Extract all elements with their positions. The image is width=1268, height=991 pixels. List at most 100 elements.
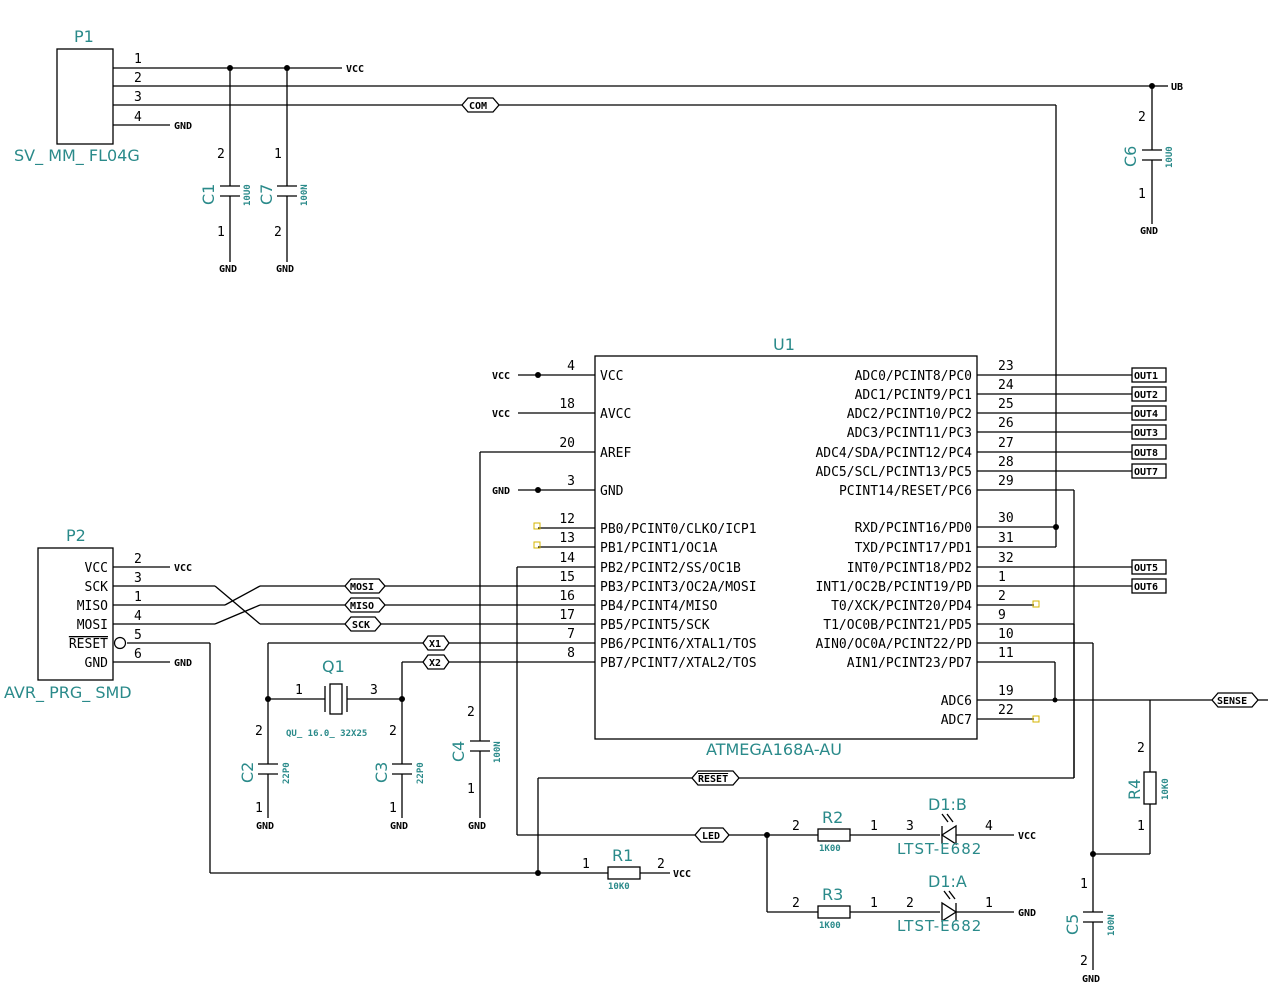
d1a-value: LTST-E682 (897, 917, 982, 935)
c5-ref: C5 (1063, 914, 1082, 935)
u1-pin-num: 24 (998, 378, 1014, 393)
u1-pin-name: PB4/PCINT4/MISO (600, 599, 718, 614)
u1-pin-num: 3 (567, 474, 575, 489)
r4-value: 10K0 (1161, 778, 1171, 800)
u1-pin-num: 29 (998, 474, 1014, 489)
c4-pin1: 1 (467, 782, 475, 797)
r3-pin2: 2 (792, 896, 800, 911)
u1-pin-num: 14 (559, 551, 575, 566)
net-tag-out7[interactable]: OUT7 (1131, 463, 1167, 479)
r1-pin2: 2 (657, 857, 665, 872)
u1-pin-num: 22 (998, 703, 1014, 718)
net-tag-out6[interactable]: OUT6 (1131, 578, 1167, 594)
r3-ref: R3 (822, 885, 843, 904)
connector-p2[interactable]: P2 AVR_ PRG_ SMD VCC2SCK3MISO1MOSI4RESET… (4, 526, 170, 703)
capacitor-c5[interactable]: 1 2 C5 100N GND (1063, 877, 1117, 985)
net-tag-out1[interactable]: OUT1 (1131, 367, 1167, 383)
p2-body (37, 547, 114, 681)
p2-value: AVR_ PRG_ SMD (4, 683, 132, 703)
u1-pin-num: 28 (998, 455, 1014, 470)
r3-pin1: 1 (870, 896, 878, 911)
net-tag-com[interactable]: COM (461, 97, 500, 113)
capacitor-c7[interactable]: 1 2 C7 100N GND (257, 65, 310, 275)
r1-pin1: 1 (582, 857, 590, 872)
capacitor-c1[interactable]: 2 1 C1 10U0 GND (199, 65, 253, 275)
svg-text:OUT7: OUT7 (1134, 467, 1158, 478)
svg-text:OUT3: OUT3 (1134, 428, 1158, 439)
svg-text:OUT4: OUT4 (1134, 409, 1158, 420)
capacitor-c6[interactable]: UB 2 1 C6 10U0 GND (1121, 82, 1183, 237)
led-d1a[interactable]: D1:A 2 1 LTST-E682 GND (897, 872, 1036, 935)
net-gnd: GND (174, 121, 192, 132)
u1-pin-num: 30 (998, 511, 1014, 526)
p2-pin-name: GND (85, 656, 109, 671)
d1b-pin3: 3 (906, 819, 914, 834)
u1-pin-name: PB1/PCINT1/OC1A (600, 541, 718, 556)
net-ub: UB (1171, 82, 1183, 93)
u1-pin-num: 17 (559, 608, 575, 623)
d1a-ref: D1:A (928, 872, 967, 891)
u1-pin-name: AIN1/PCINT23/PD7 (847, 656, 972, 671)
c2-gnd: GND (256, 821, 274, 832)
c3-pin2: 2 (389, 724, 397, 739)
u1-ref: U1 (773, 335, 795, 354)
capacitor-c4[interactable]: 2 1 C4 100N GND (449, 705, 503, 832)
p2-pin-name: RESET (69, 637, 108, 652)
net-tag-miso[interactable]: MISO (344, 597, 386, 613)
svg-text:SENSE: SENSE (1217, 696, 1247, 707)
r2-ref: R2 (822, 808, 843, 827)
net-tag-x2[interactable]: X2 (422, 654, 450, 670)
net-tag-led[interactable]: LED (694, 827, 730, 843)
u1-pin-name: PB7/PCINT7/XTAL2/TOS (600, 656, 757, 671)
p2-pin-name: SCK (85, 580, 109, 595)
connector-p1[interactable]: P1 SV_ MM_ FL04G 1 2 3 4 VCC GND COM (14, 27, 1152, 166)
crystal-q1[interactable]: Q1 1 3 QU_ 16.0_ 32X25 (265, 657, 405, 739)
net-tag-out5[interactable]: OUT5 (1131, 559, 1167, 575)
u1-pin-num: 11 (998, 646, 1014, 661)
p2-pin-num: 1 (134, 590, 142, 605)
capacitor-c2[interactable]: 2 1 C2 22P0 GND (238, 699, 292, 832)
u1-pin-num: 16 (559, 589, 575, 604)
p2-pin-num: 5 (134, 628, 142, 643)
net-tag-out4[interactable]: OUT4 (1131, 405, 1167, 421)
net-tag-sense[interactable]: SENSE (1211, 692, 1259, 708)
net-tag-out2[interactable]: OUT2 (1131, 386, 1167, 402)
p1-value: SV_ MM_ FL04G (14, 146, 140, 166)
c6-ref: C6 (1121, 146, 1140, 167)
u1-pin-name: T0/XCK/PCINT20/PD4 (831, 599, 972, 614)
c6-value: 10U0 (1165, 146, 1175, 168)
net-tag-sck[interactable]: SCK (344, 616, 382, 632)
c3-gnd: GND (390, 821, 408, 832)
net-tag-out8[interactable]: OUT8 (1131, 444, 1167, 460)
d1b-value: LTST-E682 (897, 840, 982, 858)
led-d1b[interactable]: D1:B 3 4 LTST-E682 VCC (897, 795, 1036, 858)
net-tag-reset[interactable]: RESET (691, 770, 740, 786)
p2-pin-name: MOSI (77, 618, 108, 633)
resistor-r3[interactable]: R3 2 1 1K00 (792, 885, 940, 931)
c2-pin1: 1 (255, 801, 263, 816)
u1-pin-num: 7 (567, 627, 575, 642)
ic-u1[interactable]: U1 ATMEGA168A-AU 4VCC18AVCC20AREF3GND12P… (538, 335, 1034, 759)
u1-pin-name: RXD/PCINT16/PD0 (855, 521, 972, 536)
net-tag-x1[interactable]: X1 (422, 635, 450, 651)
c1-gnd: GND (219, 264, 237, 275)
resistor-r4[interactable]: R4 10K0 2 1 (1090, 741, 1171, 857)
u1-pin-num: 2 (998, 589, 1006, 604)
net-tag-mosi[interactable]: MOSI (344, 578, 386, 594)
p1-pin2: 2 (134, 71, 142, 86)
capacitor-c3[interactable]: 2 1 C3 22P0 GND (372, 699, 426, 832)
u1-pin-num: 12 (559, 512, 575, 527)
u1-pin-num: 8 (567, 646, 575, 661)
u1-pin-num: 23 (998, 359, 1014, 374)
svg-text:RESET: RESET (698, 774, 728, 785)
c4-ref: C4 (449, 741, 468, 762)
r1-ref: R1 (612, 846, 633, 865)
u1-pin-num: 15 (559, 570, 575, 585)
u1-pin-name: INT0/PCINT18/PD2 (847, 561, 972, 576)
p2-pin-num: 3 (134, 571, 142, 586)
resistor-r2[interactable]: R2 2 1 1K00 (792, 808, 940, 854)
u1-pin-num: 4 (567, 359, 575, 374)
resistor-r1[interactable]: R1 1 2 10K0 VCC (582, 846, 691, 892)
net-tag-out3[interactable]: OUT3 (1131, 424, 1167, 440)
